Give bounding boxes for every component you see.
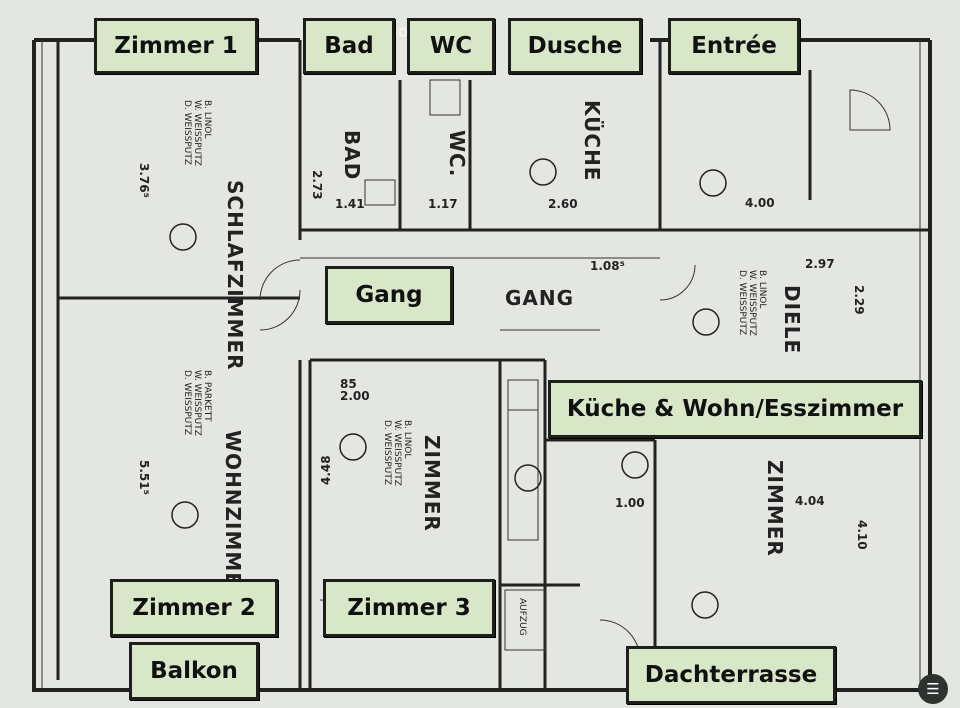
dim-wc-width: 1.17	[428, 197, 458, 211]
finish-8: W. WEISSPUTZ	[392, 420, 402, 486]
label-zimmer-3: Zimmer 3	[323, 579, 495, 637]
finish-6: D. WEISSPUTZ	[182, 370, 192, 435]
plan-text-zimmer-right: ZIMMER	[763, 460, 787, 557]
plan-text-gang: GANG	[505, 286, 574, 310]
label-wc: WC	[407, 18, 495, 74]
dim-bad-len: 2.73	[310, 170, 324, 200]
label-entree: Entrée	[668, 18, 800, 74]
label-zimmer-2: Zimmer 2	[110, 579, 278, 637]
finish-12: D. WEISSPUTZ	[737, 270, 747, 335]
dim-bad-width: 1.41	[335, 197, 365, 211]
dim-zimmer-mid: 4.48	[319, 455, 333, 485]
plan-text-wc: WC.	[445, 130, 469, 177]
inner-walls	[56, 40, 930, 690]
finish-1: B. LINOL	[202, 100, 212, 138]
plan-text-kueche: KÜCHE	[580, 100, 604, 181]
dim-entree-width: 4.00	[745, 196, 775, 210]
dim-diele-width: 2.97	[805, 257, 835, 271]
detail-lines	[41, 40, 921, 690]
finish-4: B. PARKETT	[202, 370, 212, 422]
plan-text-bad: BAD	[340, 130, 364, 180]
plan-text-schlafzimmer: SCHLAFZIMMER	[223, 180, 247, 371]
ceiling-outlet-symbols	[169, 158, 727, 619]
chat-bubble-icon[interactable]: ☰	[918, 674, 948, 704]
label-balkon: Balkon	[129, 642, 259, 700]
dim-zimmer-right-len: 4.10	[855, 520, 869, 550]
label-gang: Gang	[325, 266, 453, 324]
dim-kueche-width: 2.60	[548, 197, 578, 211]
label-kueche-wohn-esszimmer: Küche & Wohn/Esszimmer	[548, 380, 922, 438]
dim-kueche-1: 1.00	[615, 496, 645, 510]
finish-5: W. WEISSPUTZ	[192, 370, 202, 436]
plan-text-diele: DIELE	[780, 285, 804, 354]
dim-door-width: 85	[340, 377, 357, 391]
finish-9: D. WEISSPUTZ	[382, 420, 392, 485]
finish-2: W. WEISSPUTZ	[192, 100, 202, 166]
dim-door-height: 2.00	[340, 389, 370, 403]
dim-gang-1: 1.08⁵	[590, 259, 625, 273]
dim-schlafzimmer: 3.76⁵	[137, 163, 151, 198]
finish-10: B. LINOL	[757, 270, 767, 308]
finish-7: B. LINOL	[402, 420, 412, 458]
label-zimmer-1: Zimmer 1	[94, 18, 258, 74]
plan-text-wohnzimmer: WOHNZIMMER	[221, 430, 245, 603]
dim-zimmer-right-width: 4.04	[795, 494, 825, 508]
dim-wohnzimmer: 5.51⁵	[137, 460, 151, 495]
label-dachterrasse: Dachterrasse	[626, 646, 836, 704]
label-bad: Bad	[303, 18, 395, 74]
plan-text-aufzug: AUFZUG	[517, 598, 527, 636]
finish-11: W. WEISSPUTZ	[747, 270, 757, 336]
finish-3: D. WEISSPUTZ	[182, 100, 192, 165]
label-dusche: Dusche	[508, 18, 642, 74]
dim-diele-len: 2.29	[852, 285, 866, 315]
plan-text-zimmer-mid: ZIMMER	[420, 435, 444, 532]
